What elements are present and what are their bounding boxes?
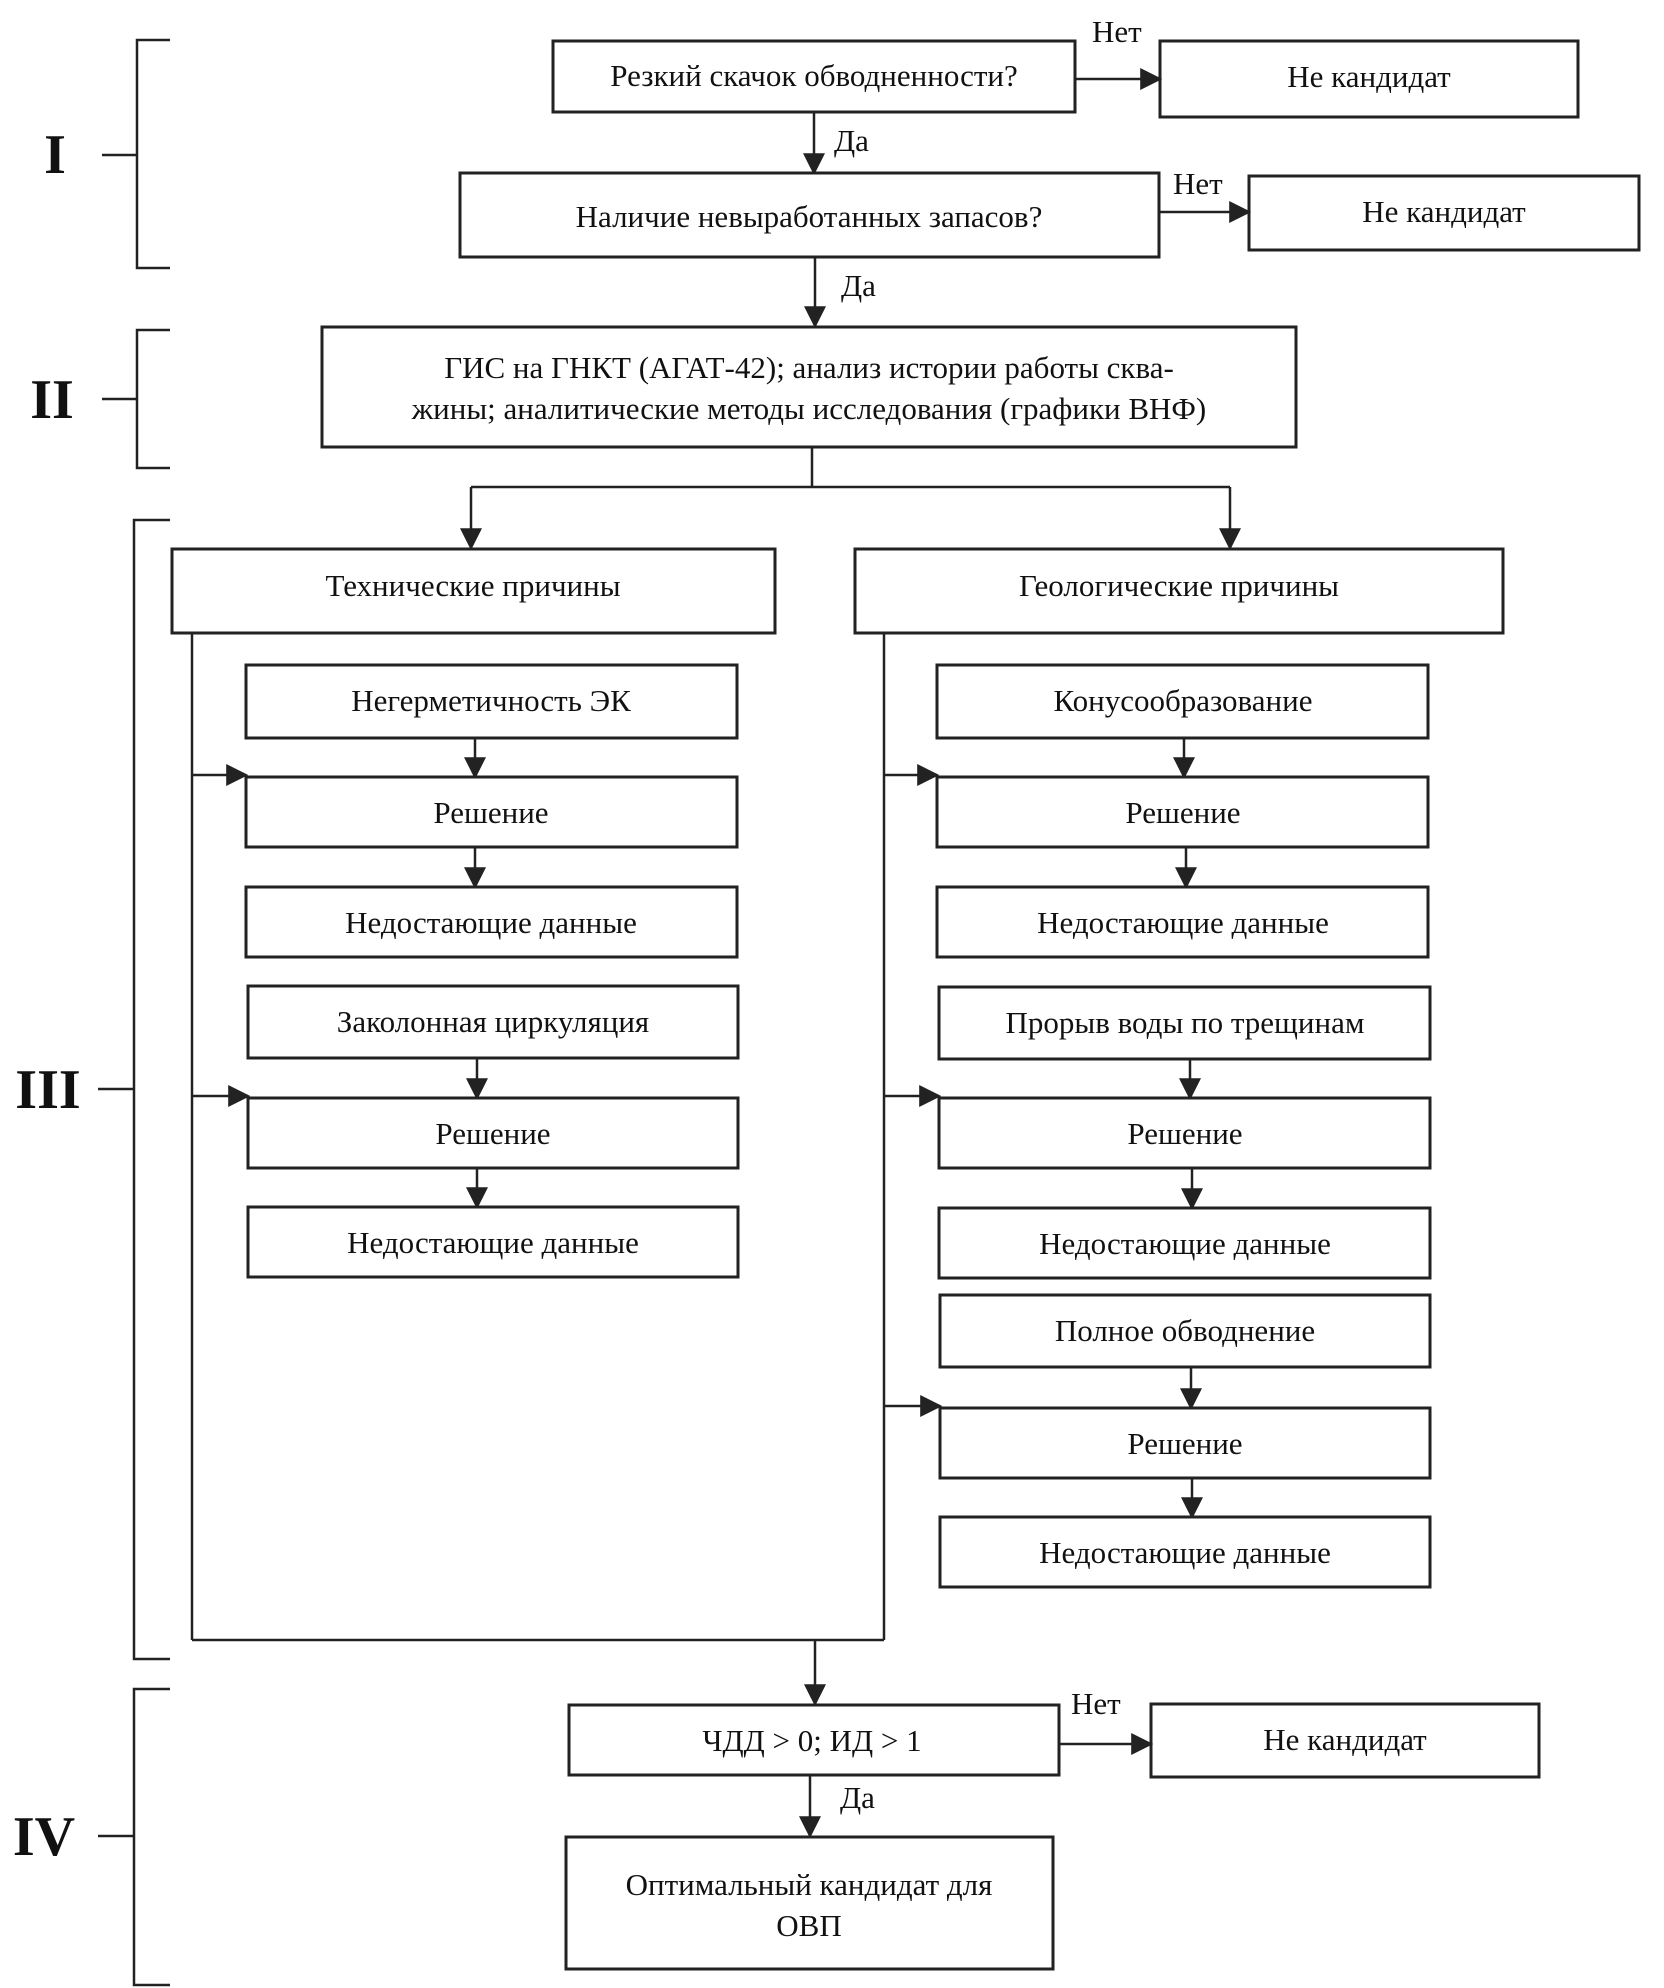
q-reserves-text: Наличие невыработанных запасов? (576, 199, 1043, 234)
q-economics-text: ЧДД > 0; ИД > 1 (702, 1723, 921, 1758)
technical-causes-text: Технические причины (325, 568, 620, 603)
t2-problem-text: Заколонная циркуляция (337, 1004, 649, 1039)
analysis-text-line1: ГИС на ГНКТ (АГАТ-42); анализ истории ра… (444, 350, 1174, 385)
g3-missing-text: Недостающие данные (1039, 1535, 1331, 1570)
optimal-candidate-node: Оптимальный кандидат для ОВП (564, 1835, 1055, 1971)
g2-problem-text: Прорыв воды по трещинам (1006, 1005, 1365, 1040)
not-candidate-3-text: Не кандидат (1263, 1722, 1427, 1757)
t1-solution-text: Решение (433, 795, 548, 830)
stage-label-2: II (30, 369, 74, 431)
g1-solution-text: Решение (1125, 795, 1240, 830)
not-candidate-3-node: Не кандидат (1149, 1702, 1541, 1779)
technical-causes-node: Технические причины (170, 547, 777, 635)
stage-label-3: III (15, 1059, 80, 1121)
g2-solution-text: Решение (1127, 1116, 1242, 1151)
t2-missing-text: Недостающие данные (347, 1225, 639, 1260)
geological-causes-text: Геологические причины (1019, 568, 1339, 603)
technical-group-2: Заколонная циркуляция Решение Недостающи… (192, 984, 740, 1279)
q-watercut-node: Резкий скачок обводненности? (551, 39, 1077, 114)
not-candidate-2-node: Не кандидат (1247, 174, 1641, 252)
t1-problem-text: Негерметичность ЭК (351, 683, 631, 718)
yes-label-3: Да (840, 1780, 875, 1815)
g1-missing-text: Недостающие данные (1037, 905, 1329, 940)
analysis-node: ГИС на ГНКТ (АГАТ-42); анализ истории ра… (320, 325, 1298, 449)
no-label-1: Нет (1092, 14, 1142, 49)
yes-label-2: Да (841, 268, 876, 303)
g3-solution-text: Решение (1127, 1426, 1242, 1461)
geological-causes-node: Геологические причины (853, 547, 1505, 635)
no-label-3: Нет (1071, 1686, 1121, 1721)
stage-label-4: IV (13, 1806, 75, 1868)
q-economics-node: ЧДД > 0; ИД > 1 (567, 1703, 1061, 1777)
geological-group-1: Конусообразование Решение Недостающие да… (884, 663, 1430, 959)
no-label-2: Нет (1173, 166, 1223, 201)
not-candidate-1-text: Не кандидат (1287, 59, 1451, 94)
optimal-text-line2: ОВП (776, 1908, 841, 1943)
stage-label-1: I (44, 124, 66, 186)
g1-problem-text: Конусообразование (1053, 683, 1312, 718)
yes-label-1: Да (834, 123, 869, 158)
technical-group-1: Негерметичность ЭК Решение Недостающие д… (192, 663, 739, 959)
not-candidate-1-node: Не кандидат (1158, 39, 1580, 119)
geological-group-2: Прорыв воды по трещинам Решение Недостаю… (884, 985, 1432, 1280)
t1-missing-text: Недостающие данные (345, 905, 637, 940)
q-reserves-node: Наличие невыработанных запасов? (458, 171, 1161, 259)
g3-problem-text: Полное обводнение (1055, 1313, 1315, 1348)
g2-missing-text: Недостающие данные (1039, 1226, 1331, 1261)
not-candidate-2-text: Не кандидат (1362, 194, 1526, 229)
q-watercut-text: Резкий скачок обводненности? (610, 58, 1018, 93)
optimal-text-line1: Оптимальный кандидат для (626, 1867, 993, 1902)
analysis-text-line2: жины; аналитические методы исследования … (411, 391, 1207, 426)
t2-solution-text: Решение (435, 1116, 550, 1151)
geological-group-3: Полное обводнение Решение Недостающие да… (884, 1293, 1432, 1589)
stage-brackets (98, 38, 170, 1987)
